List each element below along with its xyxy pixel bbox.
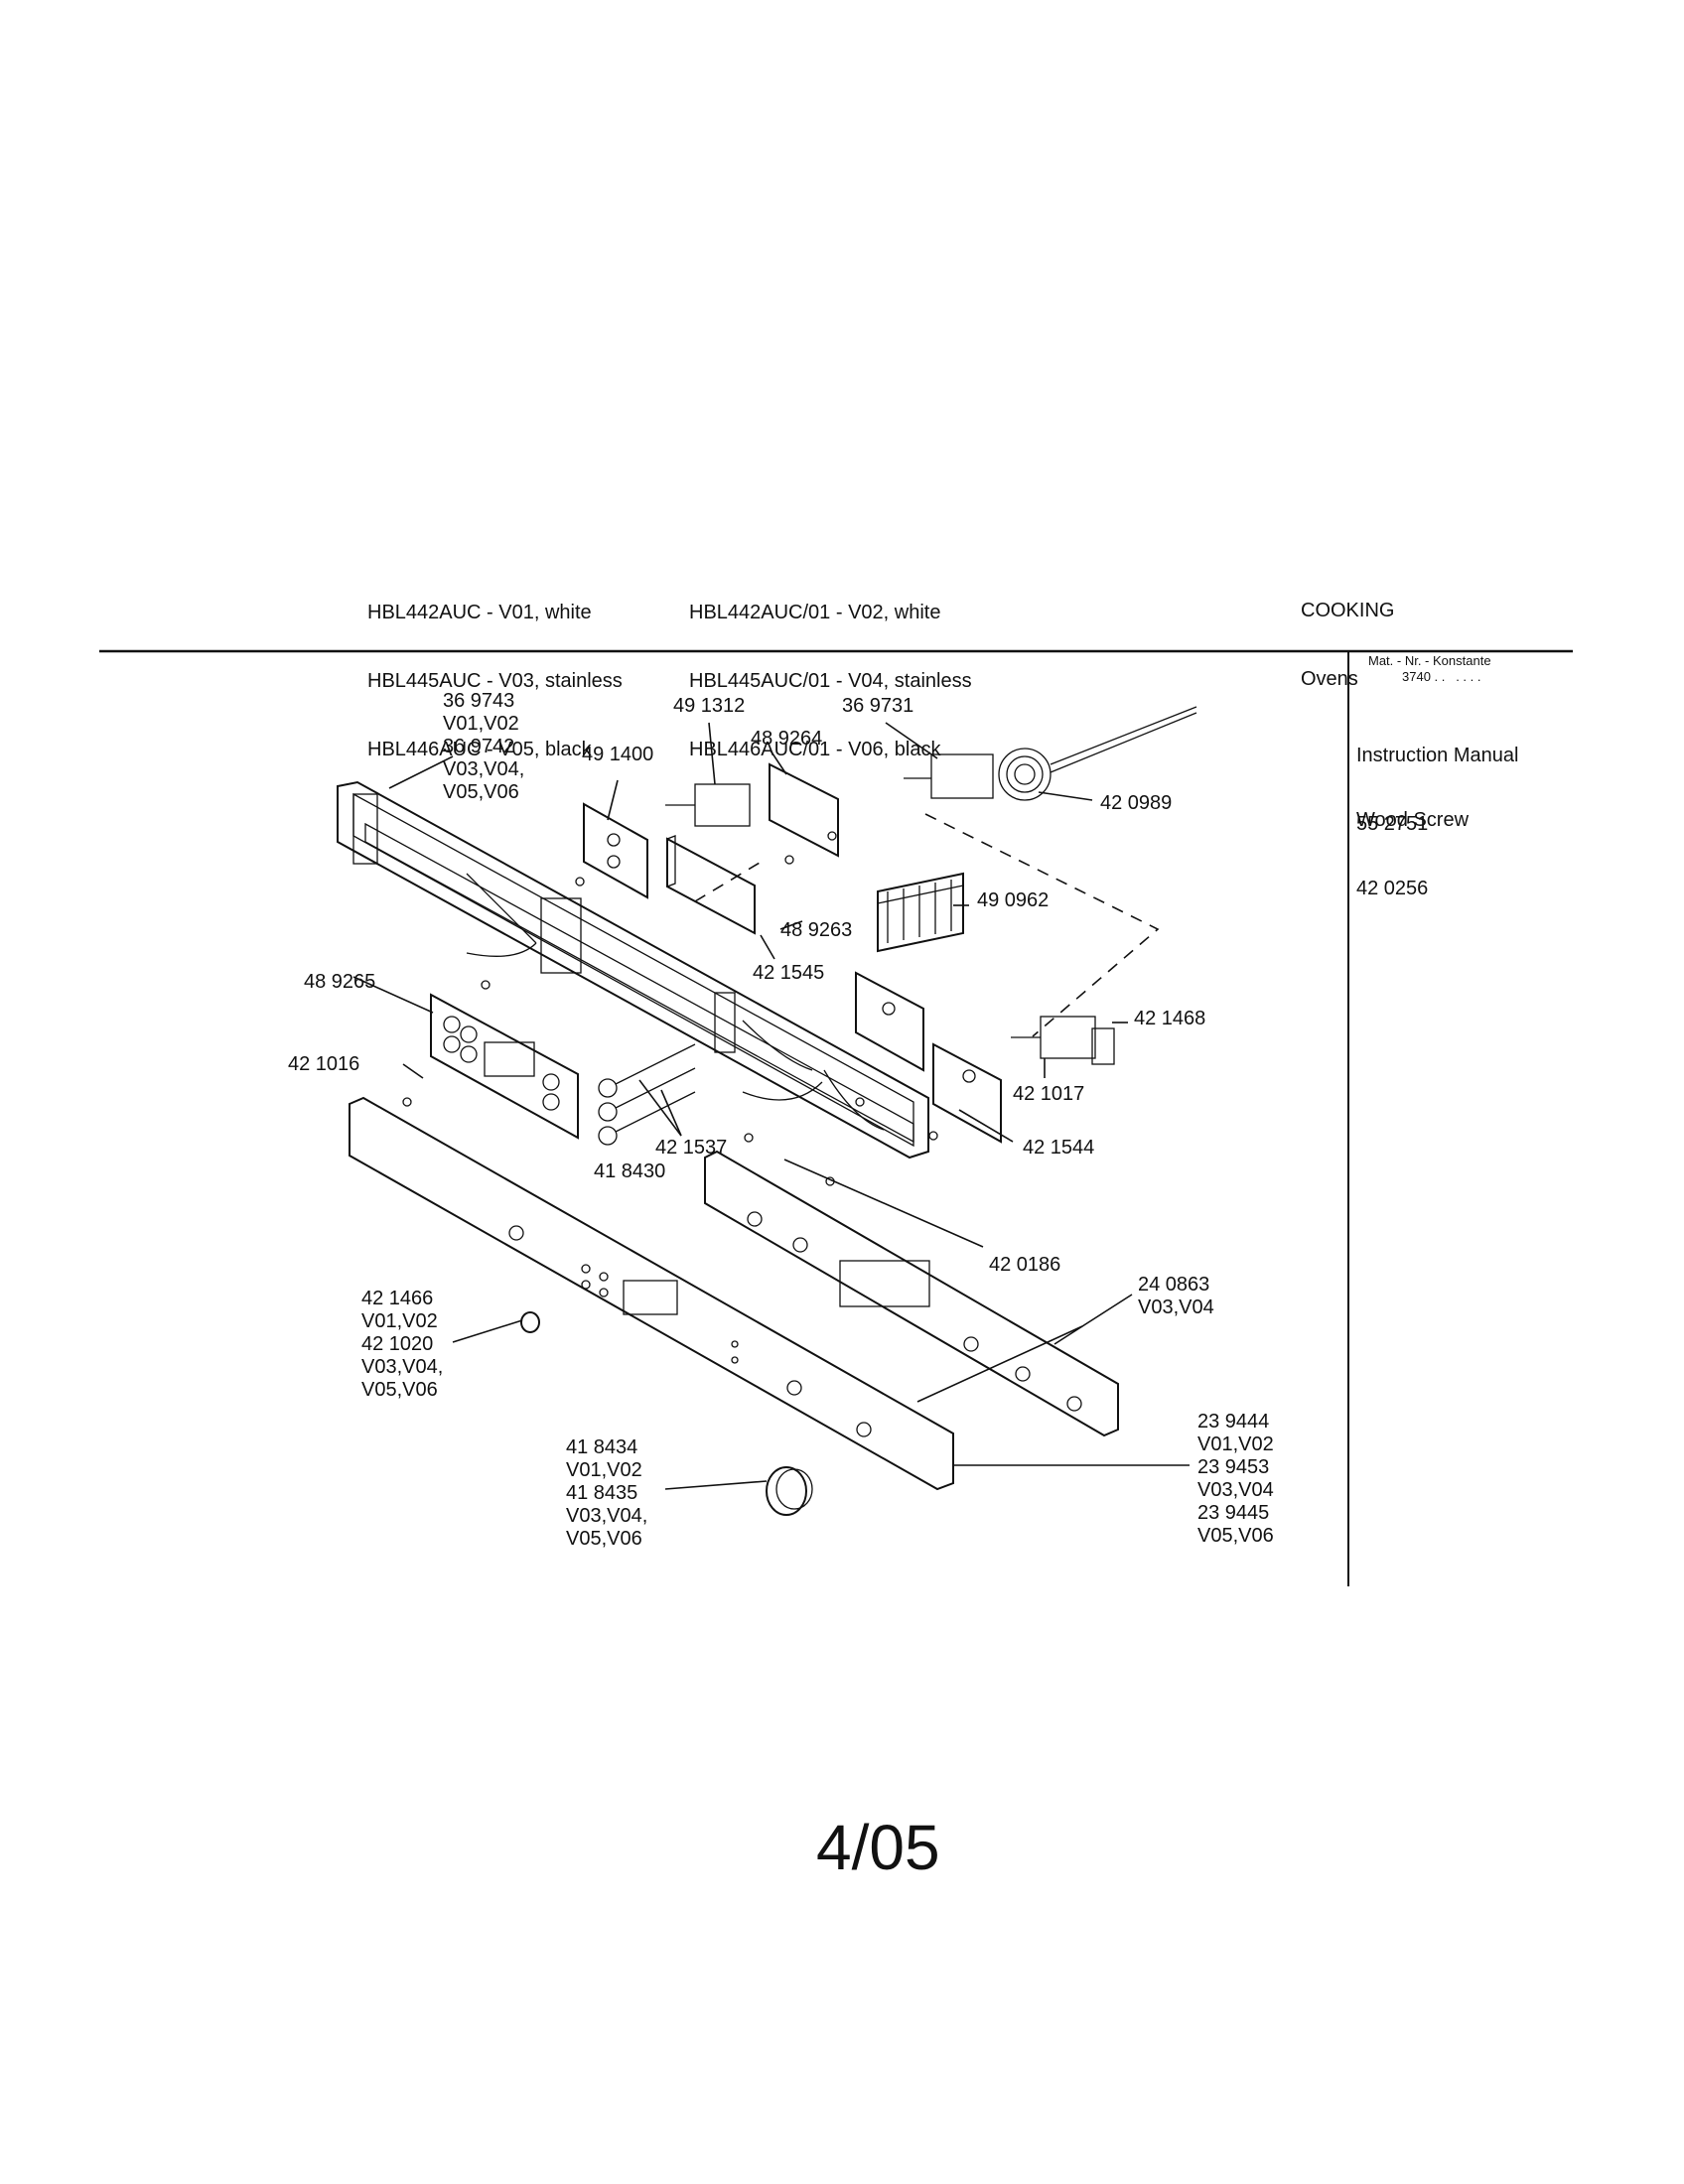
- knob-plate-3: [932, 1042, 1002, 1144]
- sidebar-item-name: Wood Screw: [1356, 809, 1470, 831]
- model-line: HBL445AUC - V03, stainless: [367, 670, 623, 692]
- label-369742-v2: V05,V06: [443, 781, 519, 803]
- label-418435: 41 8435: [566, 1482, 637, 1504]
- label-421020-v1: V03,V04,: [361, 1356, 443, 1378]
- label-491400: 49 1400: [582, 744, 653, 765]
- thermostat-369731: [904, 706, 1197, 801]
- label-421466: 42 1466: [361, 1288, 433, 1309]
- label-369743-v: V01,V02: [443, 713, 519, 735]
- label-421016: 42 1016: [288, 1053, 359, 1075]
- knob-cap-421466: [520, 1311, 540, 1333]
- label-421537: 42 1537: [655, 1137, 727, 1159]
- sidebar-item-number: 42 0256: [1356, 878, 1429, 899]
- label-239453-v: V03,V04: [1197, 1479, 1274, 1501]
- model-list-right: HBL442AUC/01 - V02, white HBL445AUC/01 -…: [689, 556, 972, 784]
- label-239444: 23 9444: [1197, 1411, 1269, 1433]
- label-369742-v1: V03,V04,: [443, 758, 524, 780]
- label-369742: 36 9742: [443, 736, 514, 757]
- label-421466-v: V01,V02: [361, 1310, 438, 1332]
- label-418435-v2: V05,V06: [566, 1528, 642, 1550]
- label-239445-v: V05,V06: [1197, 1525, 1274, 1547]
- knob-plate-2: [855, 971, 924, 1072]
- sidebar-item-wood-screw: Wood Screw 42 0256: [1356, 763, 1469, 923]
- knob-plate: [583, 802, 648, 899]
- clock-module-489265: [430, 993, 579, 1140]
- label-421017: 42 1017: [1013, 1083, 1084, 1105]
- sidebar-item-name: Instruction Manual: [1356, 745, 1519, 766]
- label-369731: 36 9731: [842, 695, 913, 717]
- board-plate: [769, 762, 839, 858]
- label-421020-v2: V05,V06: [361, 1379, 438, 1401]
- label-421468: 42 1468: [1134, 1008, 1205, 1029]
- control-panel-facia-left: [349, 1096, 954, 1491]
- push-buttons-418430: [598, 1043, 696, 1146]
- category-subtitle: Ovens: [1301, 668, 1358, 690]
- label-240863-v: V03,V04: [1138, 1297, 1214, 1318]
- label-421544: 42 1544: [1023, 1137, 1094, 1159]
- selector-bracket: [666, 835, 756, 935]
- konstante-value: 3740 . . . . . .: [1402, 669, 1481, 684]
- label-418435-v1: V03,V04,: [566, 1505, 647, 1527]
- model-line: HBL442AUC/01 - V02, white: [689, 602, 941, 623]
- page-number: 4/05: [816, 1812, 940, 1883]
- label-491312: 49 1312: [673, 695, 745, 717]
- label-239444-v: V01,V02: [1197, 1433, 1274, 1455]
- label-420989: 42 0989: [1100, 792, 1172, 814]
- category-title: COOKING: [1301, 600, 1395, 621]
- label-418434: 41 8434: [566, 1436, 637, 1458]
- label-490962: 49 0962: [977, 889, 1049, 911]
- label-489265: 48 9265: [304, 971, 375, 993]
- control-panel-facia-right: [704, 1150, 1119, 1437]
- control-panel-frame: [337, 780, 929, 1160]
- label-418434-v: V01,V02: [566, 1459, 642, 1481]
- label-239445: 23 9445: [1197, 1502, 1269, 1524]
- model-line: HBL446AUC/01 - V06, black: [689, 739, 941, 760]
- model-line: HBL442AUC - V01, white: [367, 602, 592, 623]
- model-line: HBL446AUC - V05, black: [367, 739, 592, 760]
- leader-lines: [352, 722, 1190, 1490]
- model-line: HBL445AUC/01 - V04, stainless: [689, 670, 972, 692]
- selector-switch-421017: [1011, 1016, 1115, 1065]
- label-421545: 42 1545: [753, 962, 824, 984]
- konstante-label: Mat. - Nr. - Konstante: [1368, 653, 1491, 668]
- sidebar-item-number: 55 2751: [1356, 813, 1429, 835]
- label-489264: 48 9264: [751, 728, 822, 750]
- switch-block-490962: [877, 872, 964, 953]
- label-420186: 42 0186: [989, 1254, 1060, 1276]
- label-239453: 23 9453: [1197, 1456, 1269, 1478]
- label-369743: 36 9743: [443, 690, 514, 712]
- knob-418434: [766, 1466, 813, 1516]
- label-421020: 42 1020: [361, 1333, 433, 1355]
- screws: [402, 855, 938, 1186]
- label-489263: 48 9263: [780, 919, 852, 941]
- label-418430: 41 8430: [594, 1160, 665, 1182]
- selector-switch-491312: [665, 783, 751, 827]
- model-list-left: HBL442AUC - V01, white HBL445AUC - V03, …: [367, 556, 623, 784]
- sidebar-item-instruction-manual: Instruction Manual 55 2751: [1356, 699, 1518, 859]
- category-label: COOKING Ovens: [1301, 554, 1394, 714]
- label-240863: 24 0863: [1138, 1274, 1209, 1296]
